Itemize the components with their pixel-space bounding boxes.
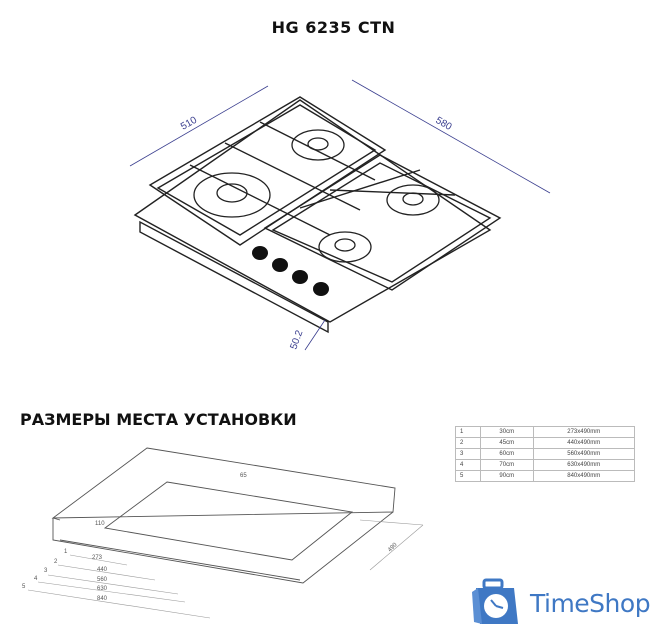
timeshop-logo[interactable]: TimeShop (470, 578, 651, 628)
dimension-width: 510 (179, 115, 199, 133)
cell-cutout: 273x490mm (532, 426, 635, 438)
index-1: 1 (64, 549, 68, 555)
width-840: 840 (97, 596, 108, 602)
index-2: 2 (54, 559, 58, 565)
width-630: 630 (97, 586, 108, 592)
knob-4 (313, 282, 329, 296)
width-273: 273 (92, 555, 103, 561)
logo-text: TimeShop (530, 588, 651, 618)
cell-size: 30cm (480, 426, 534, 438)
dimension-depth: 580 (434, 115, 454, 133)
clock-bag-icon (472, 578, 518, 624)
width-560: 560 (97, 577, 108, 583)
index-5: 5 (22, 584, 26, 590)
index-4: 4 (34, 576, 38, 582)
label-depth: 490 (387, 542, 399, 554)
cutout-opening (103, 481, 354, 561)
burner-rear-left (291, 129, 345, 161)
cell-size: 60cm (480, 448, 534, 460)
cell-n: 4 (455, 459, 481, 471)
cutout-index-labels: 1 2 3 4 5 (22, 549, 68, 590)
cell-size: 45cm (480, 437, 534, 449)
label-side-offset: 110 (95, 521, 105, 527)
burner-front-right (318, 231, 372, 263)
cell-size: 70cm (480, 459, 534, 471)
burner-rear-right (386, 184, 440, 216)
burner-large (193, 172, 271, 218)
cell-size: 90cm (480, 470, 534, 482)
width-440: 440 (97, 567, 108, 573)
control-knobs (252, 246, 329, 296)
knob-2 (272, 258, 288, 272)
cell-cutout: 440x490mm (532, 437, 635, 449)
dimension-height: 50.2 (288, 329, 305, 351)
cell-cutout: 630x490mm (532, 459, 635, 471)
cutout-width-labels: 273 440 560 630 840 (92, 555, 108, 602)
cutout-drawing (27, 447, 424, 619)
cell-n: 2 (455, 437, 481, 449)
cell-n: 5 (455, 470, 481, 482)
index-3: 3 (44, 568, 48, 574)
cell-cutout: 840x490mm (532, 470, 635, 482)
label-top-offset: 65 (240, 473, 247, 479)
cell-cutout: 560x490mm (532, 448, 635, 460)
hob-outline (133, 96, 502, 334)
knob-3 (292, 270, 308, 284)
section-heading: РАЗМЕРЫ МЕСТА УСТАНОВКИ (20, 410, 297, 429)
cell-n: 3 (455, 448, 481, 460)
dimension-lines (129, 79, 551, 351)
product-title: HG 6235 CTN (271, 18, 396, 37)
cell-n: 1 (455, 426, 481, 438)
knob-1 (252, 246, 268, 260)
burners (193, 129, 440, 263)
